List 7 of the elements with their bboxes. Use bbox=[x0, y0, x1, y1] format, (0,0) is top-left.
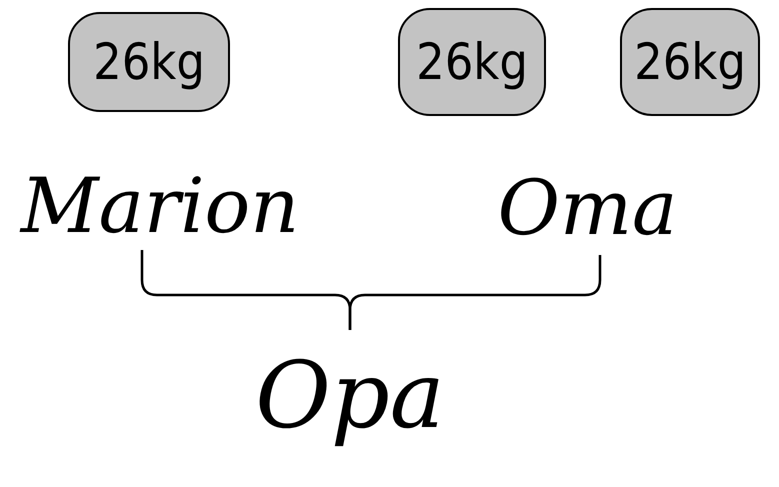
connector-line bbox=[348, 255, 602, 330]
name-label: Opa bbox=[255, 330, 445, 460]
name-label: Marion bbox=[0, 160, 320, 250]
name-label: Oma bbox=[480, 160, 695, 255]
weight-box: 26kg bbox=[68, 12, 230, 112]
weight-box: 26kg bbox=[620, 8, 760, 116]
weight-box: 26kg bbox=[398, 8, 546, 116]
